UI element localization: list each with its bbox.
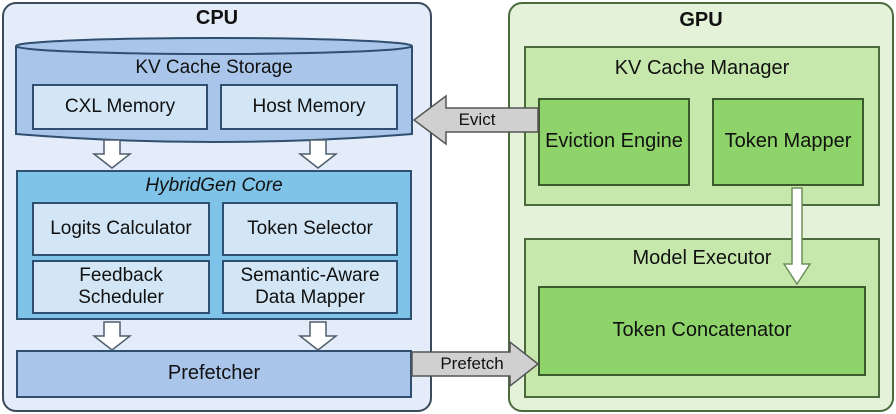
- token-mapper-box: Token Mapper: [712, 98, 864, 186]
- evict-arrow: [412, 94, 539, 146]
- host-memory-box: Host Memory: [220, 84, 398, 130]
- arrow-down-core-right-to-prefetcher: [297, 321, 339, 351]
- semantic-aware-data-mapper-box: Semantic-Aware Data Mapper: [222, 260, 398, 314]
- prefetch-label: Prefetch: [440, 353, 504, 373]
- cpu-title: CPU: [195, 7, 239, 30]
- logits-calculator-box: Logits Calculator: [32, 202, 210, 256]
- kv-storage-label: KV Cache Storage: [135, 56, 293, 78]
- token-selector-box: Token Selector: [222, 202, 398, 256]
- arrow-down-host-to-core: [297, 139, 339, 169]
- feedback-scheduler-box: Feedback Scheduler: [32, 260, 210, 314]
- arrow-down-cxl-to-core: [91, 139, 133, 169]
- cxl-memory-box: CXL Memory: [32, 84, 208, 130]
- token-concatenator-box: Token Concatenator: [538, 286, 866, 376]
- prefetcher-box: Prefetcher: [16, 350, 412, 398]
- prefetch-arrow: [411, 340, 540, 388]
- model-executor-label: Model Executor: [632, 247, 772, 270]
- eviction-engine-box: Eviction Engine: [538, 98, 690, 186]
- arrow-down-mapper-to-executor: [782, 187, 812, 286]
- kv-cache-manager-label: KV Cache Manager: [614, 57, 790, 80]
- arrow-down-core-left-to-prefetcher: [91, 321, 133, 351]
- evict-label: Evict: [458, 109, 496, 129]
- hybridgen-core-label: HybridGen Core: [145, 174, 283, 196]
- gpu-title: GPU: [679, 9, 723, 32]
